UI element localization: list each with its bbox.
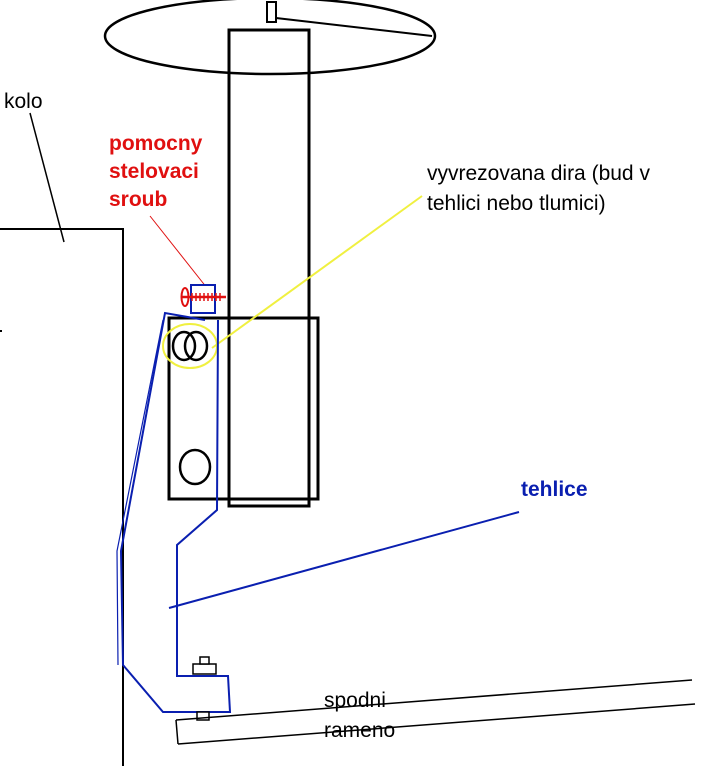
knuckle-leader-line — [168, 511, 520, 609]
knuckle-outline-outer — [119, 311, 232, 713]
cut-hole-label-line-2: tehlici nebo tlumici) — [427, 192, 606, 215]
wheel-leader-line — [29, 112, 65, 243]
upper-bolt-hole-left — [171, 330, 197, 362]
lower-arm-top-edge — [175, 679, 693, 721]
wheel-outline — [0, 228, 124, 766]
upper-bolt-holes — [171, 330, 209, 362]
cut-hole-highlight — [162, 323, 218, 369]
shock-absorber-bracket — [167, 316, 320, 501]
adjusting-screw-label-line-3: sroub — [109, 188, 168, 211]
adjusting-screw-label-line-2: stelovaci — [109, 160, 199, 183]
adjusting-screw-leader-line — [149, 215, 208, 289]
top-mount — [103, 0, 437, 76]
ball-joint-top — [199, 656, 210, 665]
upper-bolt-hole-right — [183, 330, 209, 362]
adjusting-screw-thread — [191, 293, 221, 301]
wheel-label: kolo — [4, 90, 43, 113]
cut-hole-label-line-1: vyvrezovana dira (bud v — [427, 162, 650, 185]
top-mount-stud-line — [275, 17, 433, 37]
cut-hole-leader-line — [211, 195, 423, 349]
ball-joint-bottom — [196, 711, 210, 721]
lower-bolt-hole — [178, 448, 212, 486]
adjusting-screw — [149, 215, 226, 314]
knuckle-outline-inner — [116, 319, 164, 666]
lower-arm-label-line-1: spodni — [324, 689, 386, 712]
lower-arm-end — [175, 719, 179, 745]
shock-absorber-body — [227, 28, 311, 508]
lower-arm-label-line-2: rameno — [324, 719, 396, 742]
adjusting-screw-label-line-1: pomocny — [109, 132, 203, 155]
top-mount-stud — [266, 1, 277, 23]
knuckle — [116, 311, 520, 713]
knuckle-label: tehlice — [521, 478, 588, 501]
top-mount-ellipse — [103, 0, 437, 76]
lower-arm — [175, 679, 696, 745]
ball-joint-cap — [192, 663, 217, 675]
lower-arm-bottom-edge — [177, 703, 696, 745]
ball-joint — [192, 656, 217, 721]
adjusting-screw-nut — [190, 284, 216, 314]
